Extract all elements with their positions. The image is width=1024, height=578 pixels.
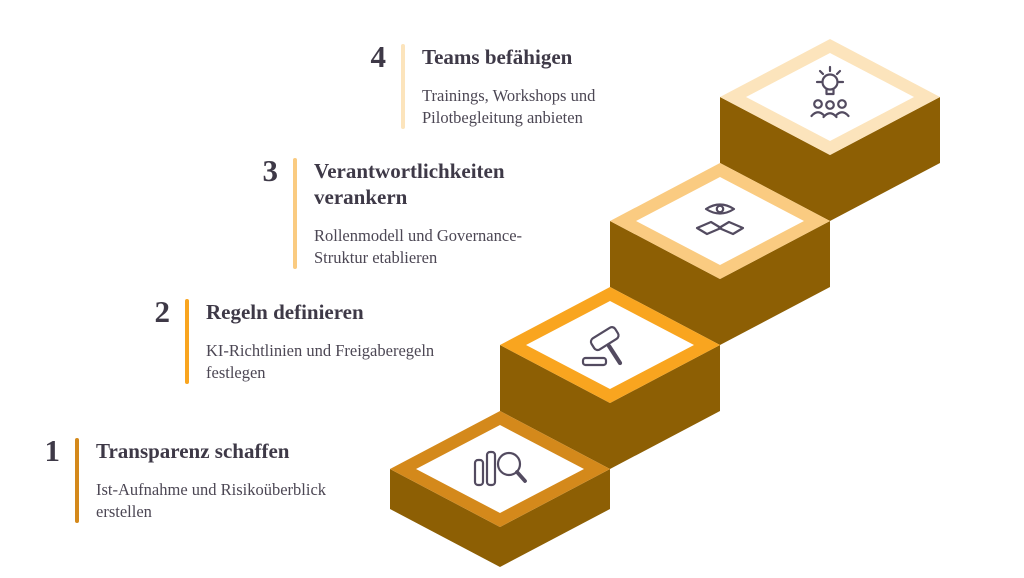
step-accent-bar: [401, 44, 405, 129]
step-title: Verantwortlichkeiten verankern: [314, 159, 505, 210]
step-block-1: 1 Transparenz schaffen Ist-Aufnahme und …: [22, 433, 326, 523]
step-number: 3: [262, 153, 279, 188]
step-number: 4: [370, 39, 387, 74]
step-number: 2: [154, 294, 171, 329]
stair-step-3-left-face: [610, 221, 720, 345]
stair-step-2: [500, 287, 720, 469]
idea-team-icon: [810, 65, 850, 119]
eye-handshake-icon: [695, 203, 745, 236]
step-number: 1: [44, 433, 61, 468]
step-block-3: 3 Verantwortlichkeiten verankern Rollenm…: [240, 153, 522, 269]
analysis-magnifier-icon: [473, 450, 527, 487]
step-block-4: 4 Teams befähigen Trainings, Workshops u…: [348, 39, 595, 129]
step-title: Regeln definieren: [206, 300, 364, 324]
step-description: Rollenmodell und Governance- Struktur et…: [314, 226, 523, 267]
stair-step-1: [390, 411, 610, 567]
stair-step-1-right-face: [500, 469, 610, 567]
step-description: KI-Richtlinien und Freigaberegeln festle…: [206, 341, 435, 382]
stair-step-4-top-face: [746, 53, 914, 141]
stair-step-4: [720, 39, 940, 221]
step-block-2: 2 Regeln definieren KI-Richtlinien und F…: [132, 294, 434, 384]
stair-step-2-right-face: [610, 345, 720, 469]
stair-step-3-right-face: [720, 221, 830, 345]
stair-step-3: [610, 163, 830, 345]
step-text: Transparenz schaffen Ist-Aufnahme und Ri…: [96, 438, 326, 523]
stair-step-4-right-face: [830, 97, 940, 221]
stair-step-1-left-face: [390, 469, 500, 567]
step-text: Regeln definieren KI-Richtlinien und Fre…: [206, 299, 434, 384]
stair-step-3-top-face: [636, 177, 804, 265]
step-text: Verantwortlichkeiten verankern Rollenmod…: [314, 158, 522, 269]
step-accent-bar: [293, 158, 297, 269]
stair-step-4-left-face: [720, 97, 830, 221]
step-text: Teams befähigen Trainings, Workshops und…: [422, 44, 595, 129]
stair-step-2-left-face: [500, 345, 610, 469]
step-title: Transparenz schaffen: [96, 439, 290, 463]
gavel-icon: [581, 326, 623, 367]
step-description: Ist-Aufnahme und Risikoüberblick erstell…: [96, 480, 327, 521]
step-description: Trainings, Workshops und Pilotbegleitung…: [422, 86, 596, 127]
step-accent-bar: [75, 438, 79, 523]
step-accent-bar: [185, 299, 189, 384]
step-title: Teams befähigen: [422, 45, 573, 69]
